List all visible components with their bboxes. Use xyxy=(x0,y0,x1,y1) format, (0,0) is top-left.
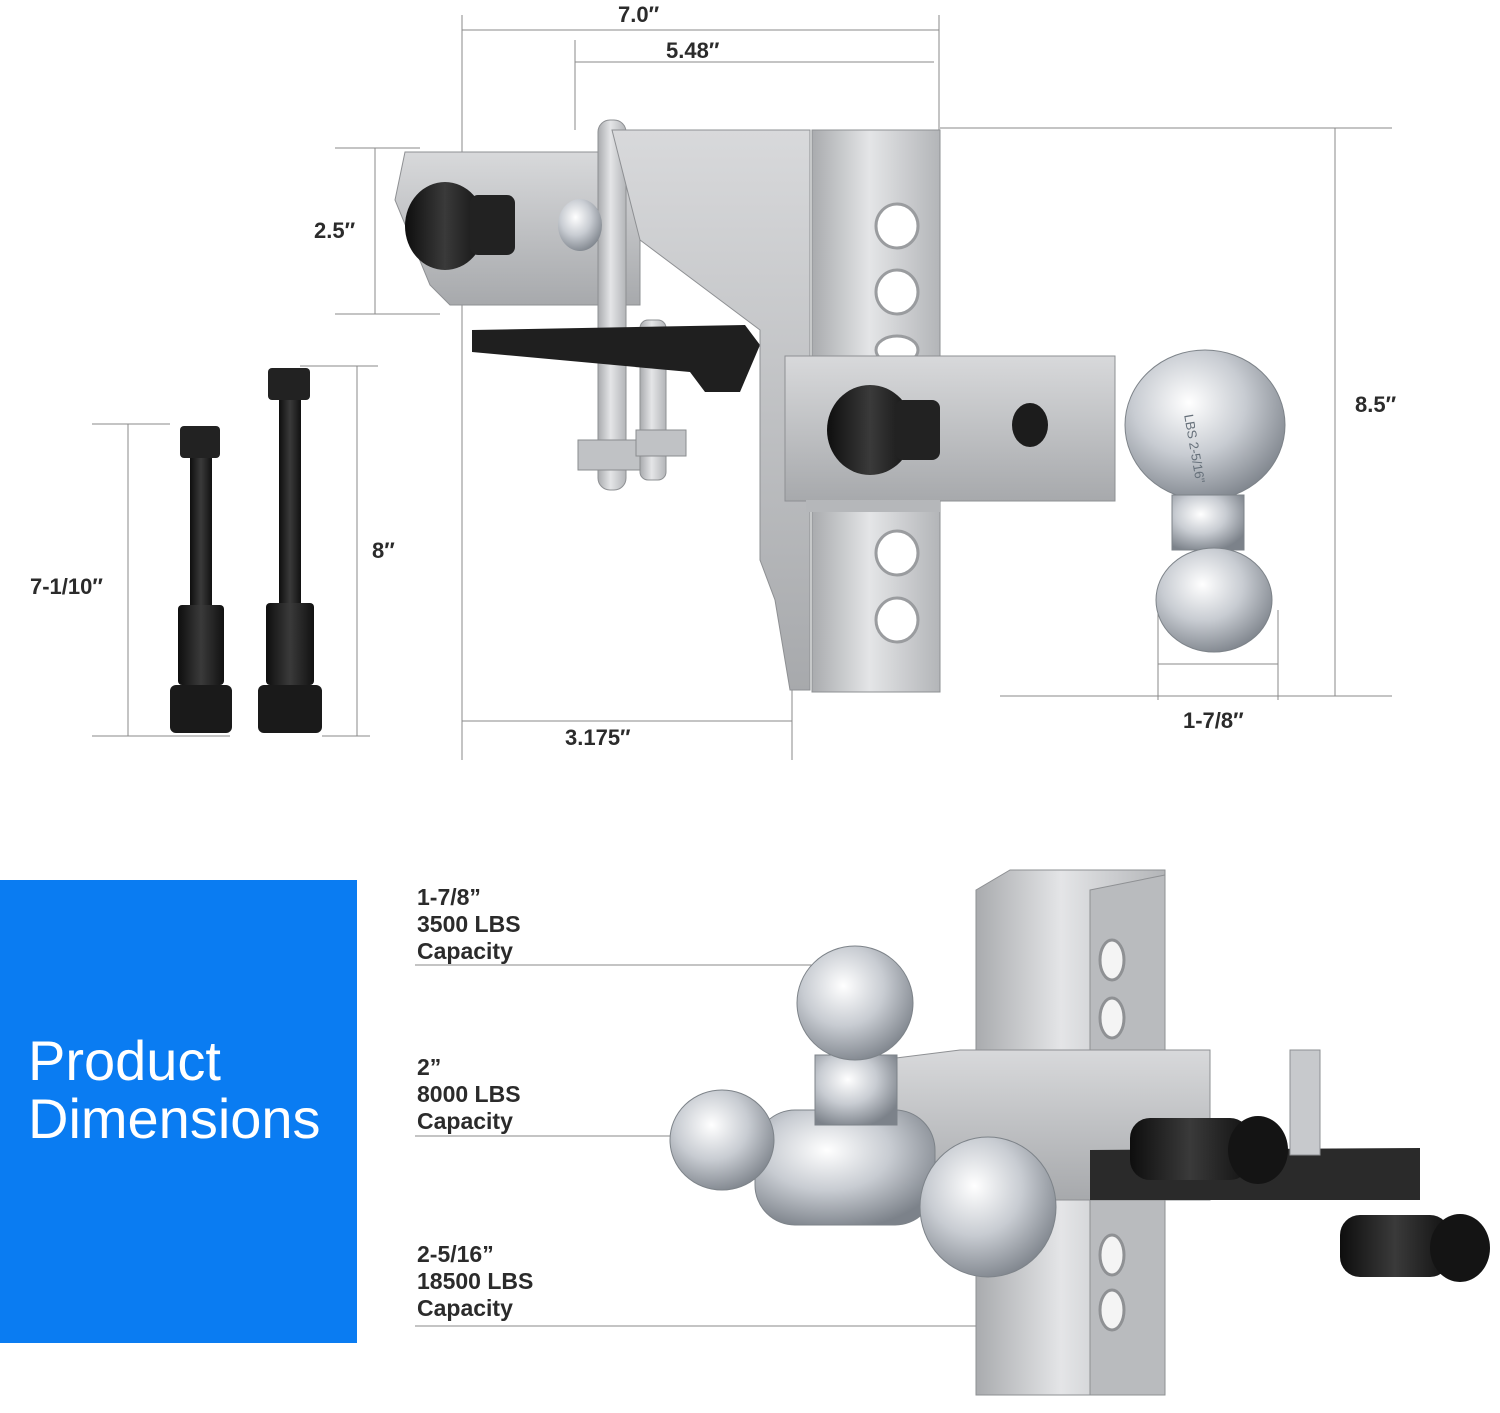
dim-short-pin: 7-1/10″ xyxy=(30,574,103,599)
short-pin-knurl-icon xyxy=(178,605,224,685)
callout-label: Capacity xyxy=(417,938,513,964)
callout-rating: 8000 LBS xyxy=(417,1081,521,1107)
callout-size: 2-5/16” xyxy=(417,1241,494,1267)
dim-overall-length: 7.0″ xyxy=(618,2,660,27)
ball-1-7-8-icon xyxy=(1155,547,1273,653)
dim-shank-offset: 3.175″ xyxy=(565,725,631,750)
adjustment-holes xyxy=(874,202,920,644)
pin-lock-icon xyxy=(405,182,485,270)
callout-lines xyxy=(415,964,991,1327)
pin-lock-icon xyxy=(827,385,913,475)
title-panel xyxy=(0,880,357,1343)
ball-1-7-8-icon xyxy=(796,945,914,1061)
callout-rating: 18500 LBS xyxy=(417,1268,534,1294)
callout-size: 2” xyxy=(417,1054,442,1080)
callout-rating: 3500 LBS xyxy=(417,911,521,937)
top-hitch-side-view: LBS 2-5/16" xyxy=(394,119,1286,693)
ball-2-icon xyxy=(669,1089,775,1191)
dim-long-pin: 8″ xyxy=(372,538,395,563)
dim-hole-span: 5.48″ xyxy=(666,38,720,63)
panel-title-line1: Product xyxy=(28,1029,221,1092)
callout-ball-1-7-8: 1-7/8” 3500 LBS Capacity xyxy=(417,884,521,965)
pin-lock-icon xyxy=(1340,1215,1450,1277)
dim-ball-diameter: 1-7/8″ xyxy=(1183,708,1244,733)
long-pin-knurl-icon xyxy=(266,603,314,685)
bottom-hitch-perspective xyxy=(669,869,1490,1396)
callout-ball-2-5-16: 2-5/16” 18500 LBS Capacity xyxy=(417,1241,533,1322)
callout-size: 1-7/8” xyxy=(417,884,481,910)
dim-overall-height: 8.5″ xyxy=(1355,392,1397,417)
pin-lock-icon xyxy=(1130,1118,1250,1180)
panel-title: Product Dimensions xyxy=(28,1032,321,1148)
callout-ball-2: 2” 8000 LBS Capacity xyxy=(417,1054,521,1135)
adjustment-holes xyxy=(1098,938,1126,1332)
callout-label: Capacity xyxy=(417,1295,513,1321)
ball-2-5-16-icon xyxy=(919,1136,1057,1278)
hitch-pins xyxy=(170,368,322,733)
dim-shank-height: 2.5″ xyxy=(314,218,356,243)
long-pin-head-icon xyxy=(268,368,310,400)
short-pin-head-icon xyxy=(180,426,220,458)
callout-label: Capacity xyxy=(417,1108,513,1134)
clip-pin-icon xyxy=(1012,403,1048,447)
panel-title-line2: Dimensions xyxy=(28,1087,321,1150)
